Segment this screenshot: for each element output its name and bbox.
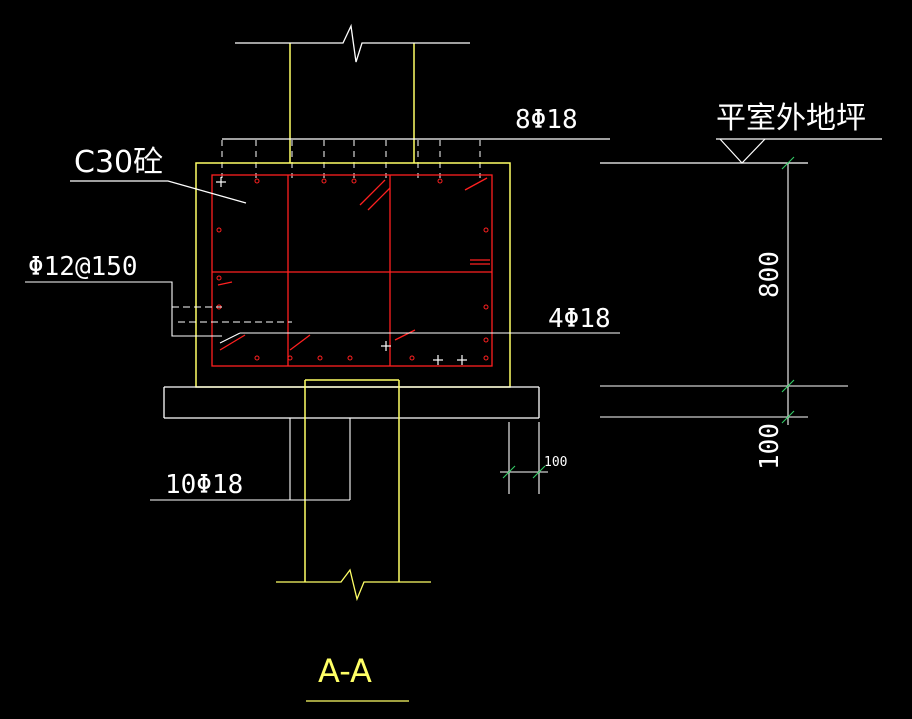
rebar-cage <box>211 174 493 367</box>
top-bars-label: 8Φ18 <box>515 105 578 135</box>
lower-column <box>304 379 400 582</box>
stirrups-label: Φ12@150 <box>28 252 138 282</box>
upper-column <box>289 43 415 163</box>
offset-dim-label: 100 <box>544 455 567 470</box>
footing-slab <box>163 386 540 419</box>
dim-slab-label: 100 <box>755 423 785 470</box>
middle-bars-label: 4Φ18 <box>548 304 611 334</box>
lower-break-line <box>276 568 431 602</box>
dim-height-label: 800 <box>755 251 785 298</box>
top-bar-extensions <box>221 140 481 178</box>
ground-level-label: 平室外地坪 <box>716 101 866 136</box>
bar-markers <box>216 177 467 365</box>
beam-outline <box>195 162 511 388</box>
concrete-grade-label: C30砼 <box>74 145 163 180</box>
section-title: A-A <box>318 652 372 690</box>
offset-dimension <box>500 422 548 494</box>
middle-bars-tick <box>219 332 241 344</box>
stirrup-leader <box>25 281 292 337</box>
upper-break-line <box>235 23 470 63</box>
vertical-dimension <box>600 156 848 425</box>
bottom-bars-label: 10Φ18 <box>165 470 243 500</box>
concrete-leader <box>70 180 247 204</box>
ground-level-triangle <box>719 138 766 164</box>
